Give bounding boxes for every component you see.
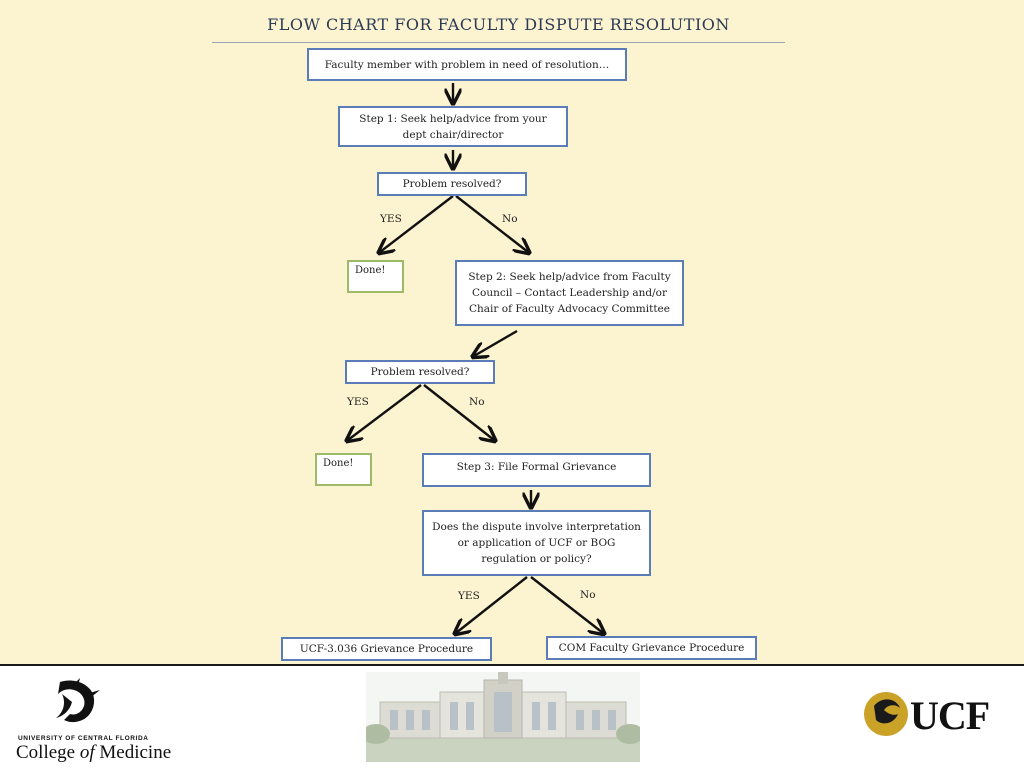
arrow-q3-yes bbox=[456, 576, 528, 633]
done-node-1-text: Done! bbox=[355, 265, 386, 276]
arrow-q2-no bbox=[423, 384, 494, 440]
done-node-2-text: Done! bbox=[323, 458, 354, 469]
ucf-grievance-node: UCF-3.036 Grievance Procedure bbox=[281, 637, 492, 661]
ucf-pegasus-icon bbox=[864, 692, 908, 736]
done-node-2: Done! bbox=[315, 453, 372, 486]
q3-yes-label: YES bbox=[458, 590, 480, 602]
title-divider bbox=[212, 42, 785, 43]
decision-node-1: Problem resolved? bbox=[377, 172, 527, 196]
ucf-logo-text: UCF bbox=[910, 693, 990, 738]
pegasus-logo-icon bbox=[56, 678, 100, 723]
com-grievance-node: COM Faculty Grievance Procedure bbox=[546, 636, 757, 660]
q1-no-label: No bbox=[502, 213, 518, 225]
arrow-q1-no bbox=[455, 195, 528, 252]
step2-node: Step 2: Seek help/advice from Faculty Co… bbox=[455, 260, 684, 326]
done-node-1: Done! bbox=[347, 260, 404, 293]
page-title: FLOW CHART FOR FACULTY DISPUTE RESOLUTIO… bbox=[267, 15, 730, 34]
start-node-text: Faculty member with problem in need of r… bbox=[324, 58, 610, 71]
flow-arrows bbox=[0, 83, 1024, 664]
decision-node-1-text: Problem resolved? bbox=[402, 178, 502, 190]
decision-node-2-text: Problem resolved? bbox=[370, 366, 470, 378]
q1-yes-label: YES bbox=[380, 213, 402, 225]
arrow-step2-to-q2 bbox=[474, 329, 518, 356]
q3-no-label: No bbox=[580, 589, 596, 601]
start-node: Faculty member with problem in need of r… bbox=[307, 48, 627, 81]
arrow-q1-yes bbox=[380, 195, 454, 252]
com-logo-title: College of Medicine bbox=[16, 742, 171, 764]
com-logo-of: of bbox=[79, 742, 95, 763]
campus-building-image bbox=[366, 672, 640, 762]
flowchart-canvas: FLOW CHART FOR FACULTY DISPUTE RESOLUTIO… bbox=[0, 0, 1024, 664]
step3-node: Step 3: File Formal Grievance bbox=[422, 453, 651, 487]
com-logo-college: College bbox=[16, 742, 80, 763]
step3-node-text: Step 3: File Formal Grievance bbox=[456, 461, 617, 473]
q2-yes-label: YES bbox=[347, 396, 369, 408]
arrow-q2-yes bbox=[348, 384, 422, 440]
step2-node-text: Step 2: Seek help/advice from Faculty Co… bbox=[468, 271, 671, 315]
step1-node: Step 1: Seek help/advice from your dept … bbox=[338, 106, 568, 147]
ucf-grievance-node-text: UCF-3.036 Grievance Procedure bbox=[299, 643, 474, 655]
q2-no-label: No bbox=[469, 396, 485, 408]
decision-node-3: Does the dispute involve interpretation … bbox=[422, 510, 651, 576]
com-logo-subtitle: UNIVERSITY OF CENTRAL FLORIDA bbox=[18, 735, 149, 742]
step1-node-text: Step 1: Seek help/advice from your dept … bbox=[359, 112, 547, 141]
com-logo-medicine: Medicine bbox=[94, 742, 172, 763]
arrow-q3-no bbox=[530, 576, 603, 633]
com-grievance-node-text: COM Faculty Grievance Procedure bbox=[558, 642, 745, 654]
decision-node-3-text: Does the dispute involve interpretation … bbox=[432, 521, 641, 565]
decision-node-2: Problem resolved? bbox=[345, 360, 495, 384]
